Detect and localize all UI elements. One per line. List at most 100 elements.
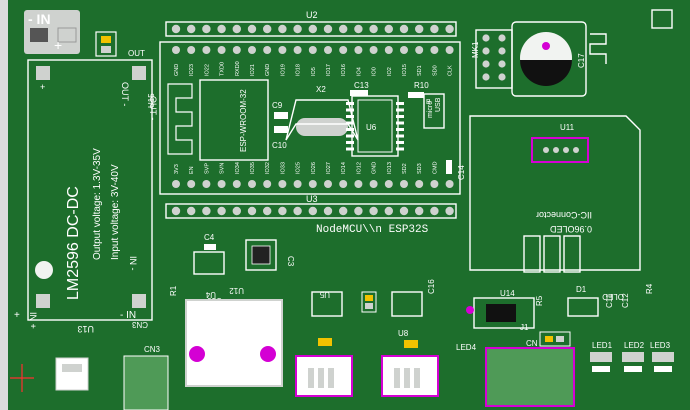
board-pin[interactable] <box>339 180 348 188</box>
board-pin[interactable] <box>202 46 211 54</box>
esp-wroom-module[interactable] <box>199 79 269 161</box>
board-pin[interactable] <box>248 46 256 54</box>
board-pin[interactable] <box>293 46 302 54</box>
u3-pin[interactable] <box>293 206 302 216</box>
u2-pin[interactable] <box>399 24 409 34</box>
u3-pin[interactable] <box>202 206 211 216</box>
r1-pad[interactable] <box>592 366 610 372</box>
pad-out-minus[interactable] <box>36 66 50 80</box>
board-pin[interactable] <box>248 180 256 188</box>
u2-pin[interactable] <box>308 24 317 34</box>
u11-pin[interactable] <box>543 147 549 153</box>
u2-pin[interactable] <box>217 24 226 34</box>
board-pin[interactable] <box>172 180 180 188</box>
cn3-connector[interactable] <box>123 355 169 410</box>
u2-pin[interactable] <box>263 24 272 34</box>
u2-pin[interactable] <box>247 24 257 34</box>
u3-pin[interactable] <box>278 206 287 216</box>
mk1-pin[interactable] <box>482 34 490 42</box>
pad-out-plus[interactable] <box>132 66 146 80</box>
board-pin[interactable] <box>172 46 180 54</box>
led2[interactable] <box>622 352 644 362</box>
cn-connector[interactable] <box>485 347 575 407</box>
u3-pin[interactable] <box>430 206 439 216</box>
u3-pin[interactable] <box>247 206 257 216</box>
mk1-area[interactable]: MK1 C17 <box>471 21 607 97</box>
mk1-pin[interactable] <box>482 60 490 68</box>
board-pin[interactable] <box>369 46 378 54</box>
micro-usb-outline[interactable] <box>423 93 445 129</box>
u14-chip[interactable] <box>486 304 516 322</box>
u3-pin-header[interactable]: U3 <box>165 194 457 219</box>
board-pin[interactable] <box>187 180 196 188</box>
led1[interactable] <box>590 352 612 362</box>
j1-header[interactable] <box>539 331 571 347</box>
mk1-pin[interactable] <box>498 34 506 42</box>
mk1-pin[interactable] <box>482 73 490 81</box>
c17-pad-a[interactable] <box>542 42 550 50</box>
board-pin[interactable] <box>415 180 424 188</box>
c9-pad[interactable] <box>274 112 288 119</box>
mk1-pin[interactable] <box>482 47 490 55</box>
board-pin[interactable] <box>384 46 393 54</box>
u2-pin[interactable] <box>323 24 333 34</box>
u2-pin[interactable] <box>354 24 363 34</box>
board-pin[interactable] <box>308 46 317 54</box>
board-pin[interactable] <box>278 180 287 188</box>
board-pin[interactable] <box>445 46 454 54</box>
u3-pin[interactable] <box>354 206 363 216</box>
board-pin[interactable] <box>202 180 211 188</box>
u3-pin[interactable] <box>308 206 317 216</box>
usb-c-connector[interactable] <box>55 357 89 391</box>
bottom-components[interactable]: C4 U16 U12 C3 R1 U4 CN3 CN3 U5 <box>55 9 674 410</box>
board-pin[interactable] <box>263 46 272 54</box>
u3-pin[interactable] <box>415 206 424 216</box>
u4-connector[interactable] <box>185 299 283 387</box>
board-pin[interactable] <box>354 180 363 188</box>
u3-pin[interactable] <box>399 206 409 216</box>
u2-pin[interactable] <box>384 24 393 34</box>
board-pin[interactable] <box>384 180 393 188</box>
board-pin[interactable] <box>278 46 287 54</box>
u3-pin[interactable] <box>263 206 272 216</box>
u2-pin[interactable] <box>278 24 287 34</box>
u2-pin[interactable] <box>430 24 439 34</box>
d1-outline[interactable] <box>567 297 599 317</box>
board-pin[interactable] <box>308 180 317 188</box>
out-header[interactable]: OUT <box>95 31 145 58</box>
mk1-pin[interactable] <box>498 73 506 81</box>
u3-pin[interactable] <box>339 206 348 216</box>
out-pin-1[interactable] <box>101 36 111 43</box>
u11-pin[interactable] <box>553 147 559 153</box>
u2-pin[interactable] <box>415 24 424 34</box>
u3-pin[interactable] <box>445 206 454 216</box>
u2-pin-header[interactable]: U2 <box>165 10 457 37</box>
board-pin[interactable] <box>400 46 408 54</box>
u2-pin[interactable] <box>187 24 196 34</box>
board-pin[interactable] <box>263 180 272 188</box>
u6-chip[interactable] <box>357 99 393 153</box>
u12-chip[interactable] <box>251 245 271 265</box>
c14-pad[interactable] <box>446 160 452 174</box>
led3[interactable] <box>652 352 674 362</box>
r10-pad[interactable] <box>408 92 424 98</box>
board-pin[interactable] <box>430 180 439 188</box>
dcdc-module[interactable]: - IN + + OUT - OUT - IN + + - IN IN - --… <box>0 10 158 334</box>
u3-pin[interactable] <box>171 206 181 216</box>
board-pin[interactable] <box>217 46 226 54</box>
u2-pin[interactable] <box>171 24 181 34</box>
board-pin[interactable] <box>354 46 363 54</box>
u2-pin[interactable] <box>445 24 454 34</box>
out-pin-2[interactable] <box>101 46 111 53</box>
r2-pad[interactable] <box>624 366 642 372</box>
mk1-pin[interactable] <box>498 47 506 55</box>
board-pin[interactable] <box>187 46 196 54</box>
oled-pad-2[interactable] <box>543 235 561 273</box>
u3-pin[interactable] <box>232 206 241 216</box>
u2-pin[interactable] <box>369 24 378 34</box>
board-pin[interactable] <box>339 46 348 54</box>
oled-pad-3[interactable] <box>563 235 581 273</box>
